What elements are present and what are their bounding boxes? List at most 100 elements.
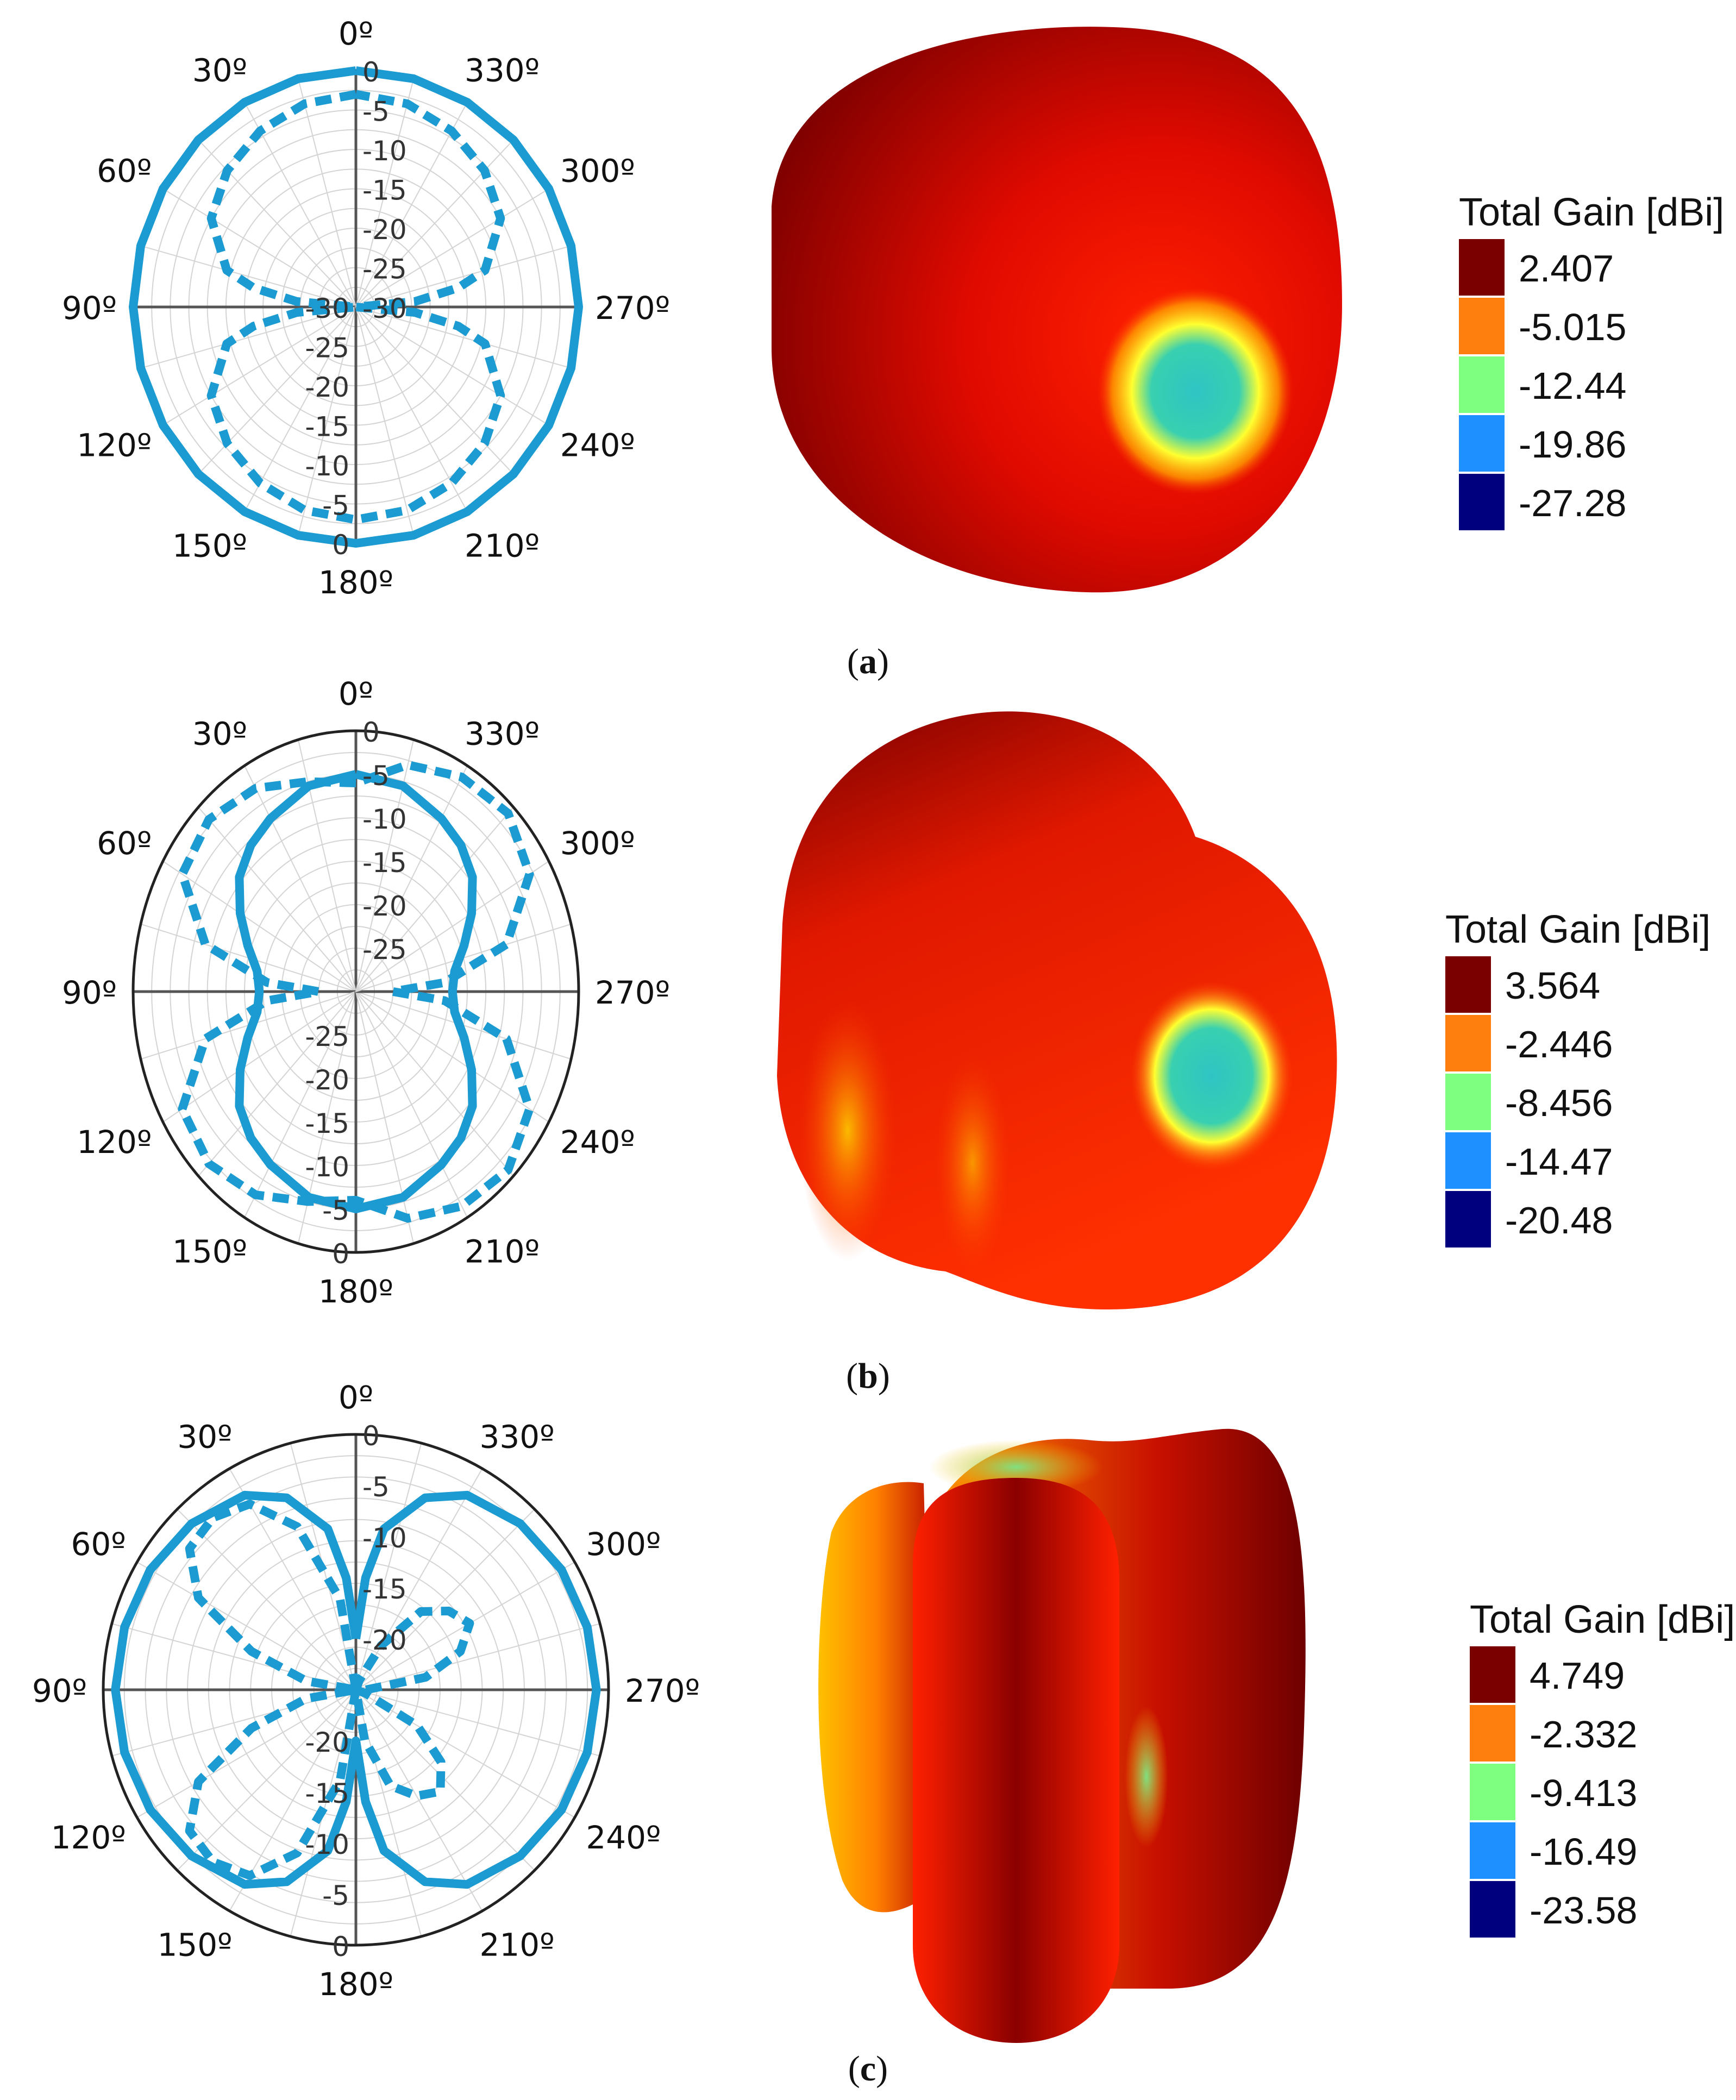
- legend-value: -16.49: [1530, 1831, 1638, 1873]
- grid-spoke: [162, 306, 356, 426]
- radial-label-top: -10: [362, 1522, 407, 1554]
- grid-spoke: [244, 991, 356, 1218]
- radial-label-top: -15: [362, 847, 407, 879]
- radial-label-top: -25: [362, 254, 407, 285]
- grid-spoke: [198, 139, 356, 308]
- angle-label: 120º: [77, 1124, 152, 1161]
- grid-spoke: [355, 1443, 422, 1690]
- angle-label: 300º: [560, 153, 635, 190]
- angle-label: 120º: [51, 1819, 126, 1856]
- grid-spoke: [355, 306, 549, 426]
- panel-caption-letter: b: [858, 1356, 878, 1396]
- radial-label-bottom: -20: [305, 1727, 349, 1758]
- legend-value: -20.48: [1505, 1199, 1613, 1242]
- grid-spoke: [355, 102, 468, 308]
- radial-label-bottom: -20: [305, 372, 349, 403]
- polar-plot-b: 0º30º60º90º120º150º180º210º240º270º300º3…: [62, 675, 670, 1310]
- grid-spoke: [162, 861, 356, 992]
- gain-blob-null: [1125, 1706, 1168, 1847]
- radial-label-bottom: -10: [305, 450, 349, 482]
- panel-caption: (a): [847, 642, 889, 681]
- gain-blob-main-lobe: [913, 1478, 1119, 2043]
- legend-swatch: [1445, 1074, 1491, 1130]
- radial-label-top: -5: [362, 760, 390, 792]
- angle-label: 90º: [62, 974, 117, 1011]
- legend-swatch: [1459, 298, 1505, 354]
- grid-spoke: [355, 245, 572, 308]
- angle-label: 240º: [586, 1819, 661, 1856]
- grid-spoke: [355, 1689, 483, 1911]
- legend-title: Total Gain [dBi]: [1445, 908, 1711, 951]
- grid-spoke: [355, 1623, 600, 1690]
- angle-label: 30º: [177, 1418, 232, 1455]
- angle-label: 150º: [172, 1233, 247, 1270]
- legend-value: 2.407: [1519, 247, 1614, 290]
- grid-spoke: [355, 991, 514, 1177]
- radial-label-top: 0: [362, 717, 380, 748]
- grid-spoke: [355, 306, 415, 536]
- angle-label: 0º: [339, 675, 373, 712]
- radial-label-bottom: 0: [332, 529, 349, 561]
- gain-blob-body: [772, 27, 1342, 593]
- gain-blob-null: [1098, 288, 1293, 494]
- angle-label: 150º: [172, 527, 247, 564]
- radial-label-top: -15: [362, 175, 407, 206]
- radial-label-bottom: -5: [322, 1195, 349, 1226]
- legend-value: -5.015: [1519, 306, 1627, 348]
- panel-caption: (b): [846, 1356, 890, 1396]
- angle-label: 180º: [318, 1273, 393, 1310]
- angle-label: 210º: [465, 527, 540, 564]
- grid-spoke: [355, 1468, 483, 1690]
- radial-label-bottom: -10: [305, 1829, 349, 1860]
- radial-label-top: -20: [362, 891, 407, 922]
- legend-value: -8.456: [1505, 1082, 1613, 1124]
- radial-label-bottom: -10: [305, 1151, 349, 1183]
- grid-spoke: [355, 861, 549, 992]
- gain-blob-null: [929, 1440, 1103, 1494]
- radial-label-top: -20: [362, 214, 407, 246]
- angle-label: 240º: [560, 427, 635, 464]
- legend-swatch: [1470, 1764, 1515, 1820]
- grid-spoke: [140, 245, 356, 308]
- legend-swatch: [1470, 1822, 1515, 1879]
- legend-value: -2.446: [1505, 1023, 1613, 1065]
- grid-spoke: [244, 306, 356, 512]
- gain-blob-side-lobe: [818, 1482, 935, 1913]
- legend-swatch: [1470, 1705, 1515, 1762]
- grid-spoke: [177, 1689, 356, 1871]
- angle-label: 30º: [192, 52, 247, 89]
- angle-label: 300º: [560, 825, 635, 862]
- grid-spoke: [136, 1689, 356, 1818]
- grid-spoke: [355, 78, 415, 308]
- angle-label: 180º: [318, 564, 393, 601]
- grid-spoke: [140, 306, 356, 369]
- radial-label-bottom: -5: [322, 1880, 349, 1911]
- legend-value: 4.749: [1530, 1654, 1625, 1697]
- angle-label: 210º: [465, 1233, 540, 1270]
- angle-label: 0º: [339, 1379, 373, 1416]
- series-solid-line: [235, 770, 477, 1213]
- grid-spoke: [355, 1689, 575, 1818]
- radial-label-bottom: 0: [332, 1238, 349, 1270]
- grid-spoke: [177, 1508, 356, 1690]
- radial-label-top: -5: [362, 96, 390, 128]
- radial-label-top: -10: [362, 804, 407, 835]
- legend-value: -12.44: [1519, 365, 1627, 407]
- radial-label-bottom: -30: [305, 293, 349, 324]
- grid-spoke: [355, 991, 549, 1123]
- angle-label: 330º: [480, 1418, 555, 1455]
- series-dashed-line: [178, 760, 534, 1223]
- radial-label-bottom: -15: [305, 411, 349, 443]
- legend-value: -27.28: [1519, 482, 1627, 524]
- series-dashed-line: [185, 1500, 474, 1880]
- legend-swatch: [1445, 1132, 1491, 1189]
- angle-label: 240º: [560, 1124, 635, 1161]
- grid-spoke: [244, 765, 356, 992]
- legend-swatch: [1459, 239, 1505, 296]
- grid-spoke: [355, 765, 468, 992]
- legend-value: -23.58: [1530, 1889, 1638, 1932]
- angle-label: 210º: [480, 1927, 555, 1964]
- legend-swatch: [1470, 1881, 1515, 1938]
